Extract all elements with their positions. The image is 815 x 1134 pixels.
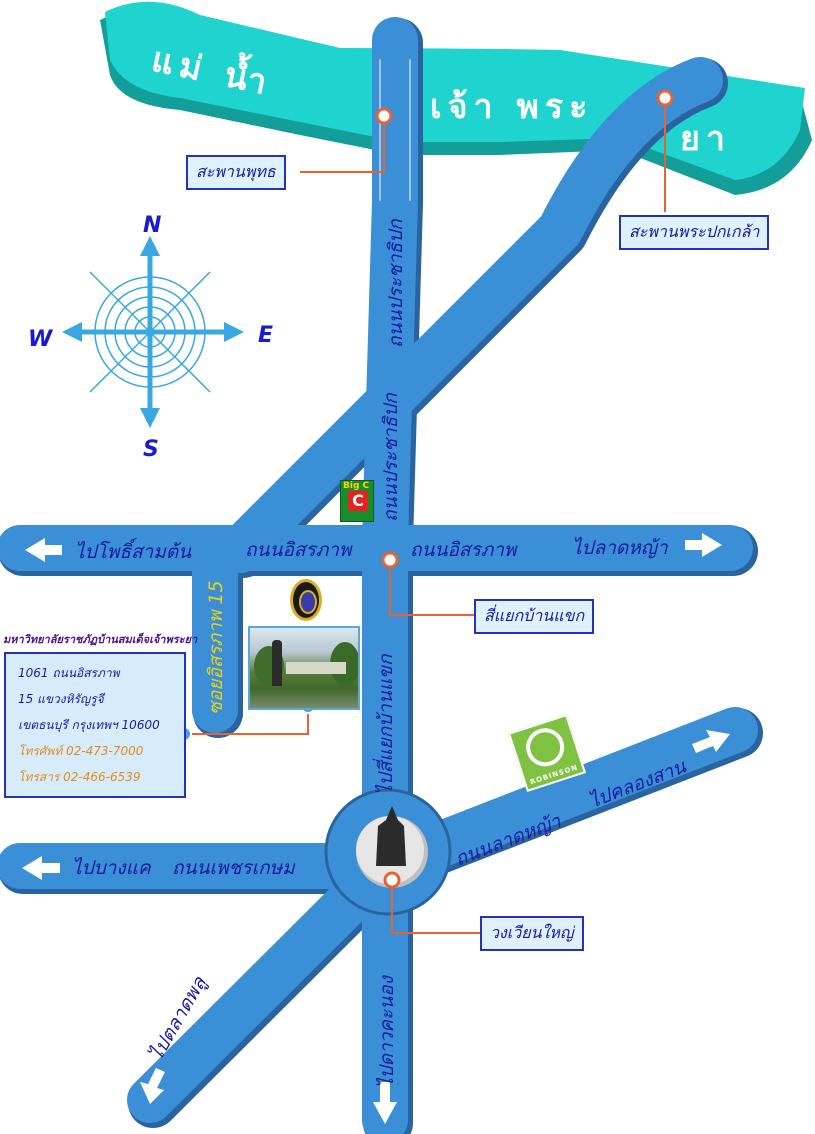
pin-pokklao-bridge-icon	[656, 89, 674, 107]
road-label-prachathipok-lower: ถนนประชาธิปก	[380, 392, 402, 522]
compass-north: N	[143, 213, 161, 238]
road-label-to-pho-sam-ton: ไปโพธิ์สามต้น	[75, 537, 192, 563]
robinson-r-icon	[521, 723, 570, 772]
arrow-east-itsaraphap-icon	[685, 533, 722, 557]
road-label-itsaraphap-right: ถนนอิสรภาพ	[410, 539, 518, 561]
university-emblem-icon	[290, 579, 322, 621]
university-photo	[248, 626, 360, 710]
talat-phlu-road	[127, 843, 408, 1123]
road-label-to-lat-ya: ไปลาดหญ้า	[572, 536, 669, 559]
address-line-2: 15 แขวงหิรัญรูจี	[18, 692, 104, 706]
road-label-itsaraphap-left: ถนนอิสรภาพ	[245, 539, 353, 561]
road-label-to-dao-khanong: ไปดาวคะนอง	[375, 974, 398, 1088]
arrow-south-talatphlu-icon	[140, 1068, 165, 1104]
address-line-1: 1061 ถนนอิสรภาพ	[18, 666, 120, 680]
bigc-c-icon: C	[348, 491, 368, 511]
bigc-logo: Big C C	[340, 480, 374, 522]
arrow-northeast-latya-icon	[692, 730, 730, 753]
arrow-south-daokhanong-icon	[373, 1082, 397, 1124]
compass-arrow-north-icon	[140, 236, 160, 256]
label-wongwian-yai: วงเวียนใหญ่	[480, 916, 584, 951]
pin-phut-bridge-icon	[375, 107, 393, 125]
university-info-box: 1061 ถนนอิสรภาพ 15 แขวงหิรัญรูจี เขตธนบุ…	[4, 652, 186, 798]
label-phut-bridge: สะพานพุทธ	[186, 155, 286, 190]
road-label-soi-15: ซอยอิสรภาพ 15	[205, 580, 227, 715]
compass-arrow-south-icon	[140, 408, 160, 428]
arrow-west-itsaraphap-icon	[25, 538, 62, 562]
road-label-to-ban-khaek: ไปสี่แยกบ้านแขก	[372, 653, 397, 795]
map-pins	[188, 98, 666, 934]
compass-east: E	[258, 323, 273, 348]
university-name: มหาวิทยาลัยราชภัฏบ้านสมเด็จเจ้าพระยา	[3, 633, 198, 646]
compass-arrow-east-icon	[224, 322, 244, 342]
diagonal-road	[217, 57, 723, 573]
wongwian-yai-roundabout	[324, 788, 452, 916]
address-line-3: เขตธนบุรี กรุงเทพฯ 10600	[18, 718, 160, 732]
road-label-to-bang-khae: ไปบางแค	[72, 856, 152, 879]
river-name-3: ยา	[680, 119, 731, 159]
label-ban-khaek-junction: สี่แยกบ้านแขก	[474, 599, 595, 634]
phone-number: โทรศัพท์ 02-473-7000	[18, 744, 144, 758]
compass-rose-icon	[70, 245, 235, 420]
river-name-2: เจ้า พระ	[430, 87, 593, 127]
road-label-phetkasem: ถนนเพชรเกษม	[172, 857, 296, 879]
compass-arrow-west-icon	[62, 322, 82, 342]
pin-wongwian-yai-icon	[383, 871, 401, 889]
compass-south: S	[143, 437, 159, 462]
compass-west: W	[28, 327, 54, 352]
arrow-west-phetkasem-icon	[22, 856, 60, 880]
road-label-prachathipok-upper: ถนนประชาธิปก	[385, 218, 407, 348]
road-network	[0, 17, 763, 1134]
direction-arrows	[22, 533, 730, 1124]
label-pokklao-bridge: สะพานพระปกเกล้า	[619, 215, 770, 250]
bigc-logo-text: Big C	[343, 481, 370, 491]
prachathipok-road	[362, 17, 419, 1134]
pin-ban-khaek-icon	[381, 551, 399, 569]
fax-number: โทรสาร 02-466-6539	[18, 770, 141, 784]
